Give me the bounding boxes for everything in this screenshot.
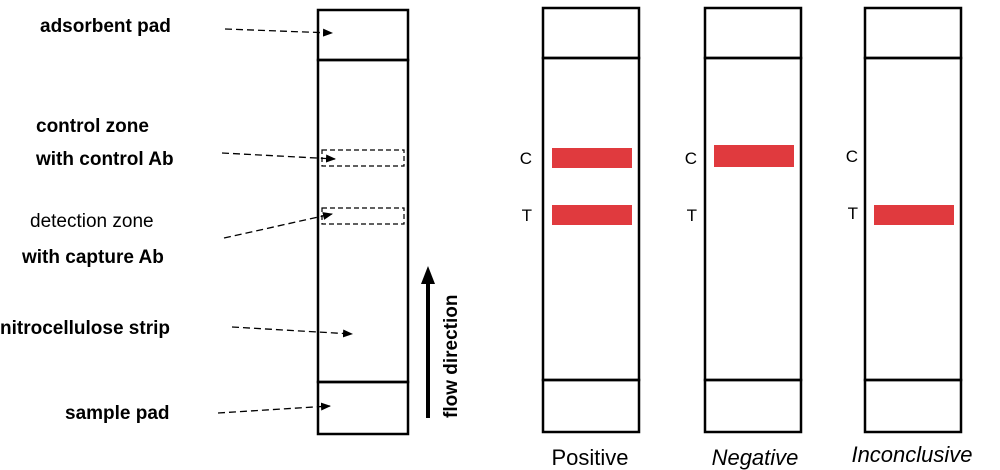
detection-zone-label-line2: with capture Ab [21, 247, 164, 268]
detection-zone-band [321, 207, 405, 225]
adsorbent-pad-label: adsorbent pad [40, 16, 171, 37]
strip-caption: Inconclusive [851, 442, 972, 467]
anatomy-strip [316, 8, 410, 436]
strip-bottom-pad [863, 378, 963, 434]
strip-top-pad [863, 6, 963, 60]
test-marker: T [687, 206, 697, 225]
sample-pad-label: sample pad [65, 403, 170, 424]
nitrocellulose-label: nitrocellulose strip [0, 318, 170, 339]
adsorbent-pad-box [316, 8, 410, 62]
nitrocellulose-arrow [231, 326, 353, 338]
result-strip-inconclusive: C T Inconclusive [846, 6, 973, 467]
result-strip-positive: C T Positive [520, 6, 641, 470]
flow-direction-arrowhead [421, 266, 435, 284]
strip-bottom-pad [541, 378, 641, 434]
sample-pad-box [316, 380, 410, 436]
control-zone-band [321, 149, 405, 167]
test-marker: T [848, 204, 858, 223]
test-line [552, 205, 632, 225]
control-marker: C [685, 149, 697, 168]
adsorbent-pad-arrow [224, 28, 333, 37]
strip-caption: Negative [712, 445, 799, 470]
strip-caption: Positive [551, 445, 628, 470]
control-marker: C [846, 147, 858, 166]
control-line [714, 145, 794, 167]
strip-top-pad [703, 6, 803, 60]
test-line [874, 205, 954, 225]
detection-zone-arrow [223, 212, 333, 239]
control-zone-arrow [221, 152, 336, 163]
control-marker: C [520, 149, 532, 168]
detection-zone-label-line1: detection zone [30, 211, 154, 232]
result-strip-negative: C T Negative [685, 6, 803, 470]
flow-direction-label: flow direction [441, 295, 462, 419]
control-zone-label-line1: control zone [36, 116, 149, 137]
strip-membrane [703, 56, 803, 382]
control-zone-label-line2: with control Ab [35, 149, 174, 170]
control-line [552, 148, 632, 168]
strip-bottom-pad [703, 378, 803, 434]
test-marker: T [522, 206, 532, 225]
sample-pad-arrow [217, 402, 331, 414]
strip-top-pad [541, 6, 641, 60]
